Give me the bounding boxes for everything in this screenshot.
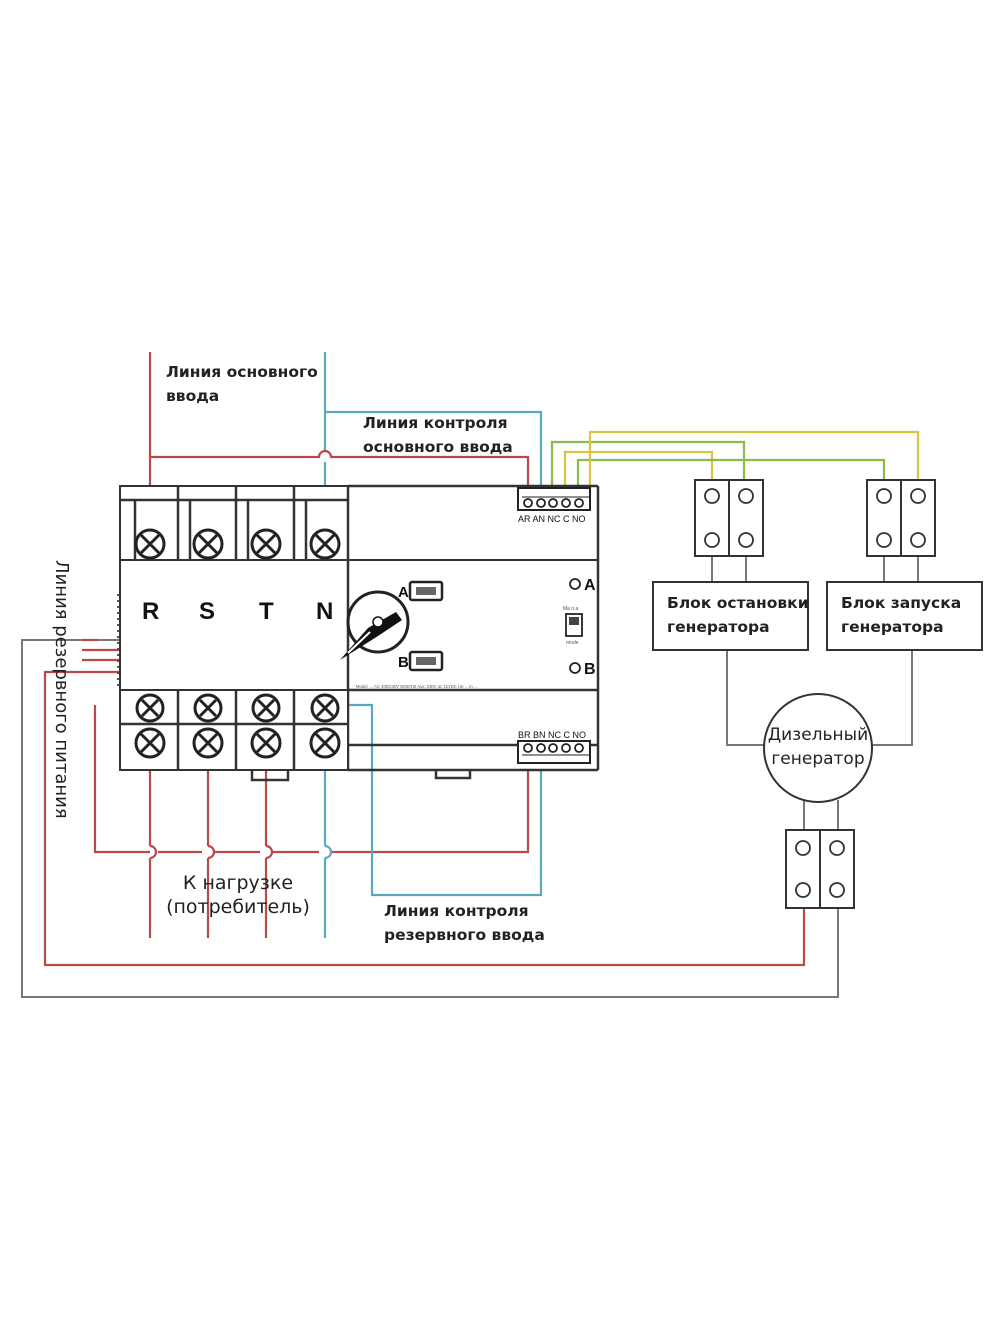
control-wire-c-stop bbox=[563, 450, 714, 497]
main-line-label-2: ввода bbox=[166, 387, 219, 405]
phase-label-s: S bbox=[199, 598, 215, 625]
start-relay-terminal bbox=[866, 479, 936, 557]
mode-label-bottom: mode bbox=[566, 640, 579, 646]
indicator-b-lamp bbox=[569, 662, 581, 674]
start-block-label-1: Блок запуска bbox=[841, 594, 961, 612]
screw-bot2-s bbox=[192, 727, 224, 759]
spec-line: Model: ... AC 400/230V 50/60HZ Aux: 230V… bbox=[356, 684, 478, 689]
start-relay-leads bbox=[883, 556, 919, 582]
reserve-control-label-2: резервного ввода bbox=[384, 926, 545, 944]
load-hop-t bbox=[265, 844, 274, 860]
start-block-label-2: генератора bbox=[841, 618, 944, 636]
stop-block-box bbox=[652, 581, 809, 651]
din-clip-right bbox=[434, 770, 472, 780]
load-hop-r bbox=[149, 844, 158, 860]
main-control-label-2: основного ввода bbox=[363, 438, 513, 456]
screw-top-n bbox=[309, 528, 341, 560]
bottom-terminal-ribs bbox=[120, 690, 598, 772]
din-clip-left bbox=[250, 770, 290, 782]
button-a-label: A bbox=[398, 584, 409, 601]
button-a-inner bbox=[416, 587, 436, 595]
reserve-control-blue-wire bbox=[325, 703, 543, 897]
main-line-label-1: Линия основного bbox=[166, 363, 318, 381]
load-label-2: (потребитель) bbox=[166, 896, 310, 918]
phase-label-n: N bbox=[316, 598, 333, 625]
top-terminal-labels: AR AN NC C NO bbox=[518, 514, 586, 524]
mode-label-top: Ma n.a bbox=[563, 606, 579, 612]
bottom-control-terminal bbox=[517, 740, 591, 764]
screw-bot1-n bbox=[310, 693, 340, 723]
control-wire-no-start bbox=[588, 430, 920, 497]
mode-switch-knob bbox=[569, 617, 579, 625]
control-wire-c-start bbox=[563, 451, 886, 497]
bottom-screws-row2 bbox=[134, 727, 341, 759]
indicator-b-label: B bbox=[584, 661, 596, 678]
generator-output-leads bbox=[803, 800, 839, 830]
stop-block-label-1: Блок остановки bbox=[667, 594, 809, 612]
top-terminal-ribs bbox=[120, 486, 348, 566]
reserve-line-label: Линия резервного питания bbox=[51, 560, 72, 819]
main-control-red-wire bbox=[150, 449, 530, 497]
screw-bot1-s bbox=[193, 693, 223, 723]
rotary-handle-icon bbox=[340, 590, 410, 660]
reserve-control-red-wire bbox=[93, 705, 530, 854]
screw-bot2-n bbox=[309, 727, 341, 759]
reserve-control-label-1: Линия контроля bbox=[384, 902, 529, 920]
phase-label-t: T bbox=[259, 598, 274, 625]
generator-label-1: Дизельный bbox=[768, 725, 868, 745]
screw-bot1-t bbox=[251, 693, 281, 723]
stop-relay-terminal bbox=[694, 479, 764, 557]
stop-relay-leads bbox=[711, 556, 747, 582]
load-hop-n bbox=[324, 844, 333, 860]
main-control-blue-wire bbox=[325, 410, 543, 497]
indicator-a-lamp bbox=[569, 578, 581, 590]
top-screws bbox=[134, 528, 341, 560]
load-label-1: К нагрузке bbox=[183, 872, 293, 894]
generator-output-terminal bbox=[785, 829, 855, 909]
diesel-generator bbox=[763, 693, 873, 803]
top-control-terminal bbox=[517, 487, 591, 511]
screw-bot2-t bbox=[250, 727, 282, 759]
button-b-label: B bbox=[398, 654, 409, 671]
screw-bot1-r bbox=[135, 693, 165, 723]
indicator-a-label: A bbox=[584, 577, 596, 594]
bottom-terminal-labels: BR BN NC C NO bbox=[518, 730, 586, 740]
screw-top-s bbox=[192, 528, 224, 560]
stop-block-label-2: генератора bbox=[667, 618, 770, 636]
generator-label-2: генератор bbox=[771, 749, 864, 769]
screw-top-t bbox=[250, 528, 282, 560]
start-block-box bbox=[826, 581, 983, 651]
screw-bot2-r bbox=[134, 727, 166, 759]
start-to-generator-wire bbox=[870, 650, 913, 746]
load-hop-s bbox=[207, 844, 216, 860]
button-b-inner bbox=[416, 657, 436, 665]
screw-top-r bbox=[134, 528, 166, 560]
transfer-switch: R S T N A B A B Ma n.a mode Model: ... A… bbox=[119, 484, 600, 782]
stop-to-generator-wire bbox=[726, 650, 766, 746]
main-control-label-1: Линия контроля bbox=[363, 414, 508, 432]
phase-label-r: R bbox=[142, 598, 159, 625]
bottom-screws-row1 bbox=[135, 693, 340, 723]
